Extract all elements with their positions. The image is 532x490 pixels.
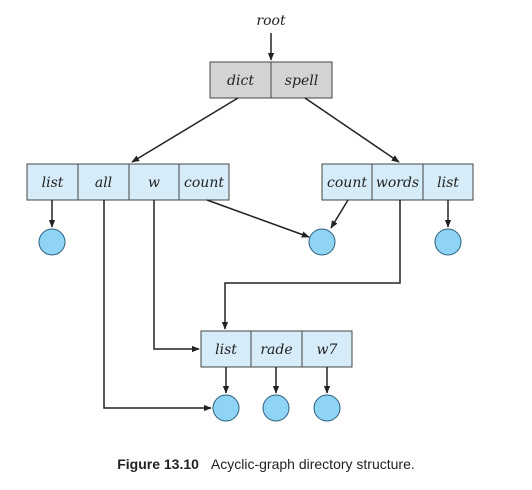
shared-directory: list rade w7 <box>200 330 353 368</box>
file-node-count-shared <box>308 228 336 256</box>
dict-directory: list all w count <box>26 163 230 201</box>
root-entry-dict: dict <box>227 73 254 89</box>
dict-cell-count <box>178 163 230 201</box>
dict-entry-w: w <box>148 175 160 191</box>
figure-caption: Figure 13.10 Acyclic-graph directory stru… <box>0 456 532 472</box>
dict-entry-list: list <box>42 175 64 191</box>
edge-all-to-list-file <box>103 200 212 412</box>
figure-number: Figure 13.10 <box>117 456 199 472</box>
shared-cell-rade <box>250 330 303 368</box>
edge-words-to-shared-directory <box>221 200 401 330</box>
shared-entry-rade: rade <box>260 342 292 358</box>
spell-entry-words: words <box>376 175 419 191</box>
root-cell-spell <box>270 61 333 99</box>
edge-spell-to-spell-directory <box>304 97 400 163</box>
root-directory: dict spell <box>209 61 333 99</box>
directory-graph-diagram: root dict spell list all w count count w… <box>26 13 474 422</box>
root-entry-spell: spell <box>285 73 318 89</box>
shared-entry-w7: w7 <box>317 342 338 358</box>
edge-dict-to-dict-directory <box>131 97 239 163</box>
shared-cell-list <box>200 330 252 368</box>
edge-spell-count-to-shared-file <box>330 199 349 229</box>
dict-entry-all: all <box>95 175 112 191</box>
file-node-dict-list <box>38 228 66 256</box>
root-label: root <box>256 13 286 29</box>
figure-caption-text: Acyclic-graph directory structure. <box>210 456 415 472</box>
file-node-shared-list <box>212 394 240 422</box>
spell-directory: count words list <box>321 163 474 201</box>
dict-entry-count: count <box>184 175 224 191</box>
spell-entry-list: list <box>437 175 459 191</box>
file-node-rade <box>262 394 290 422</box>
spell-entry-count: count <box>327 175 367 191</box>
file-node-w7 <box>313 394 341 422</box>
file-node-spell-list <box>434 228 462 256</box>
edge-w-to-shared-directory <box>153 200 200 353</box>
spell-cell-list <box>422 163 474 201</box>
shared-cell-w7 <box>301 330 353 368</box>
edge-dict-count-to-shared-file <box>206 199 310 238</box>
shared-entry-list: list <box>215 342 237 358</box>
